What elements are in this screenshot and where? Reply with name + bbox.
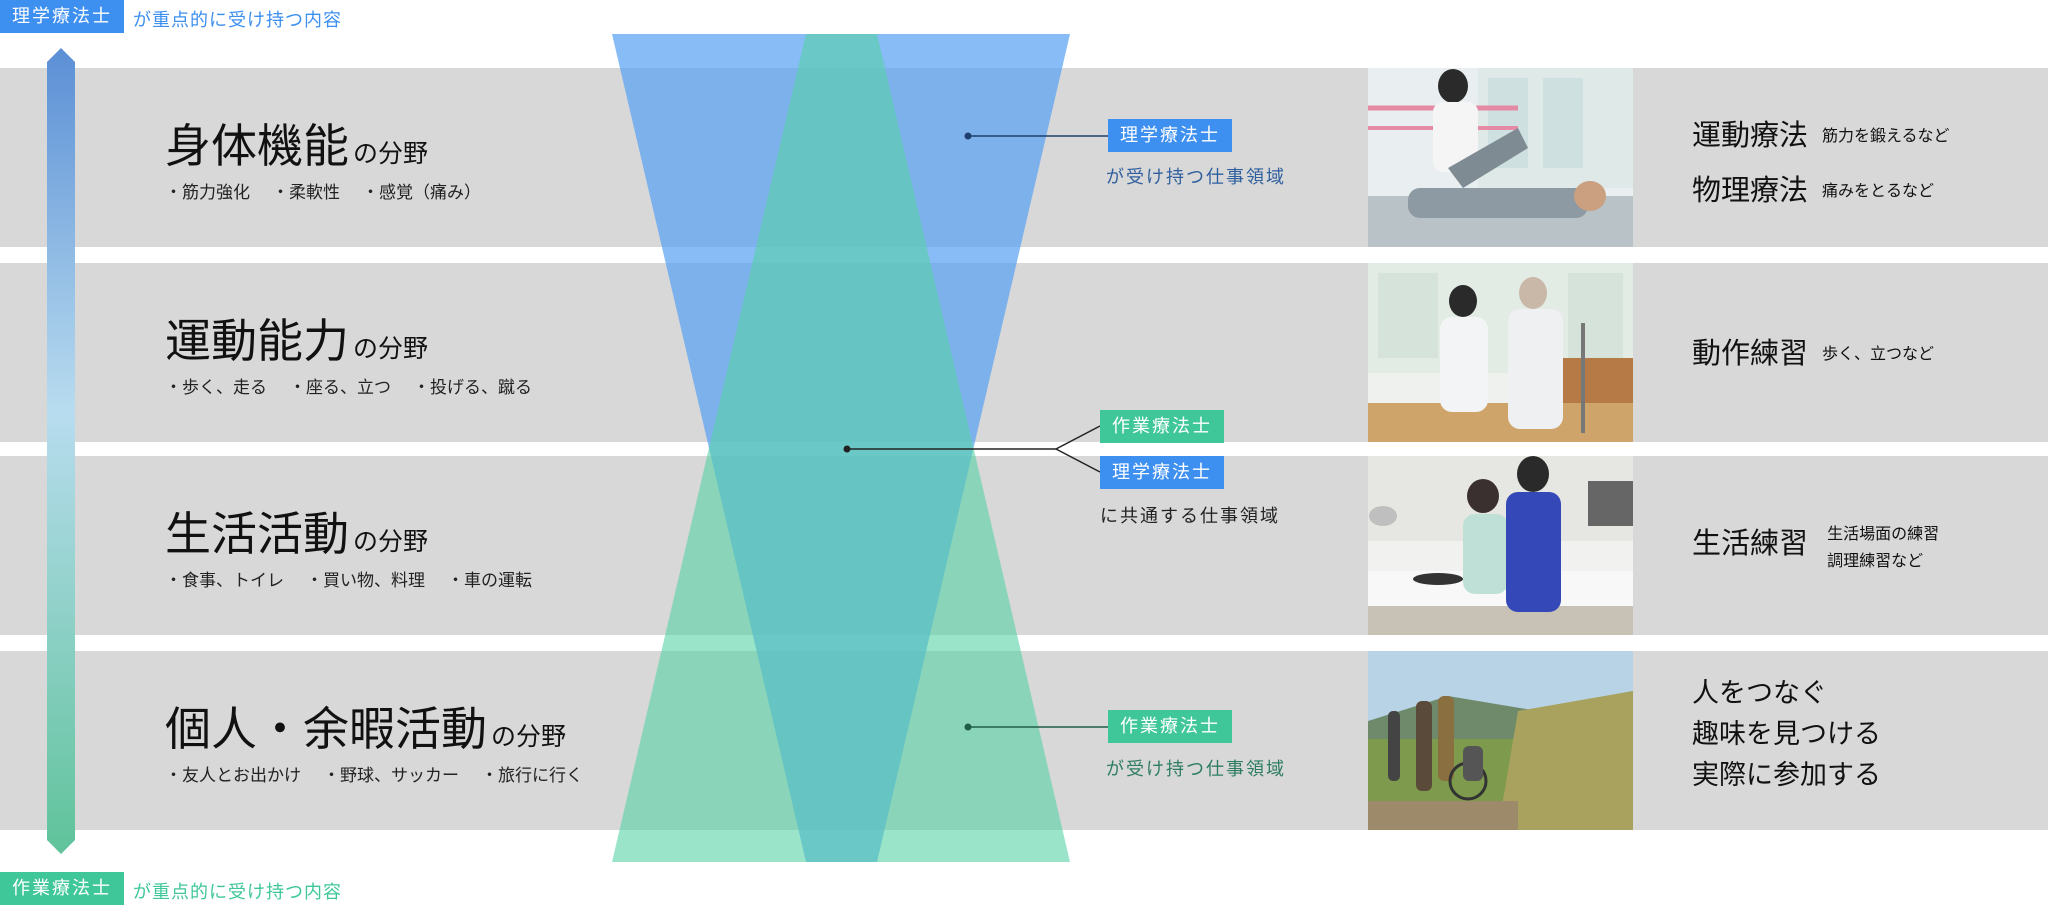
therapy-stretch-photo <box>1368 68 1633 247</box>
row4-goal-3: 実際に参加する <box>1692 760 1881 791</box>
row3-note-1: 生活場面の練習 <box>1827 524 1940 543</box>
row4-goal-1: 人をつなぐ <box>1692 678 1827 709</box>
row-band-motor <box>0 263 2048 442</box>
row3-note-2: 調理練習など <box>1827 551 1924 570</box>
row3-practice-notes: 生活場面の練習 調理練習など <box>1827 520 1939 574</box>
row-band-daily <box>0 456 2048 635</box>
row1-therapy-2: 物理療法痛みをとるなど <box>1692 173 1935 207</box>
top-legend-note: が重点的に受け持つ内容 <box>133 10 342 31</box>
domain-title-physical: 身体機能の分野 <box>165 119 429 173</box>
domain-title-daily: 生活活動の分野 <box>165 507 429 561</box>
domain-items-daily: ・食事、トイレ・買い物、料理・車の運転 <box>165 571 532 591</box>
cooking-practice-photo <box>1368 456 1633 635</box>
pt-area-tag: 理学療法士 <box>1108 119 1232 152</box>
ot-area-tag: 作業療法士 <box>1108 710 1232 743</box>
row4-goals: 人をつなぐ 趣味を見つける 実際に参加する <box>1692 673 1881 796</box>
shared-area-text: に共通する仕事領域 <box>1100 506 1280 527</box>
top-legend-tag: 理学療法士 <box>0 0 124 33</box>
shared-area-tag-ot: 作業療法士 <box>1100 410 1224 443</box>
row3-practice: 生活練習 生活場面の練習 調理練習など <box>1692 520 1939 574</box>
domain-title-leisure: 個人・余暇活動の分野 <box>165 702 567 756</box>
row4-goal-2: 趣味を見つける <box>1692 719 1881 750</box>
bottom-legend-note: が重点的に受け持つ内容 <box>133 882 342 903</box>
walking-practice-photo <box>1368 263 1633 442</box>
domain-title-motor: 運動能力の分野 <box>165 314 429 368</box>
domain-items-physical: ・筋力強化・柔軟性・感覚（痛み） <box>165 183 481 203</box>
ot-triangle <box>612 34 1070 862</box>
domain-items-leisure: ・友人とお出かけ・野球、サッカー・旅行に行く <box>165 766 583 786</box>
shared-area-tag-pt: 理学療法士 <box>1100 456 1224 489</box>
outdoor-outing-photo <box>1368 651 1633 830</box>
pt-area-text: が受け持つ仕事領域 <box>1106 167 1286 188</box>
row1-therapy-1: 運動療法筋力を鍛えるなど <box>1692 118 1950 152</box>
emphasis-gradient-bar <box>47 48 75 854</box>
domain-items-motor: ・歩く、走る・座る、立つ・投げる、蹴る <box>165 378 532 398</box>
bottom-legend-tag: 作業療法士 <box>0 872 124 905</box>
ot-area-text: が受け持つ仕事領域 <box>1106 759 1286 780</box>
row2-practice: 動作練習歩く、立つなど <box>1692 336 1935 370</box>
